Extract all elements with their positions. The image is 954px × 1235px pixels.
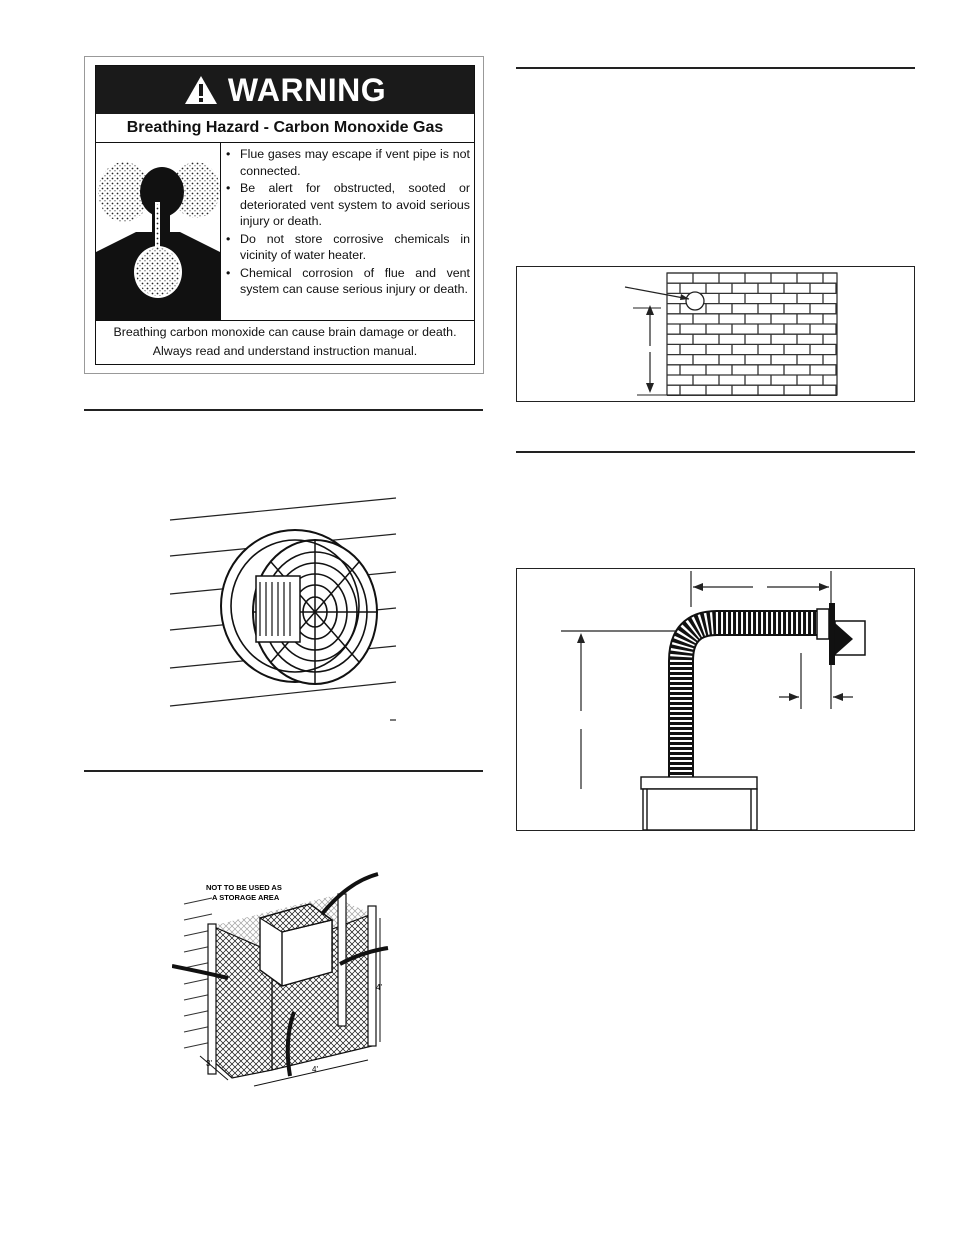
enclosure-height-dim: 4' xyxy=(376,983,382,992)
warning-footer-line: Breathing carbon monoxide can cause brai… xyxy=(113,325,457,339)
vent-terminal-drawing xyxy=(169,497,397,721)
section-rule-top-right xyxy=(516,67,915,69)
warning-bullet: Do not store corrosive chemicals in vici… xyxy=(224,231,470,264)
enclosure-width-dim: 4' xyxy=(312,1065,318,1074)
vent-elbow-drawing xyxy=(561,571,866,831)
outdoor-enclosure-figure: NOT TO BE USED AS A STORAGE AREA 4' 4' 3… xyxy=(171,860,394,1090)
enclosure-label-line1: NOT TO BE USED AS xyxy=(206,883,282,892)
outdoor-enclosure-drawing: NOT TO BE USED AS A STORAGE AREA 4' 4' 3… xyxy=(171,872,389,1087)
carbon-monoxide-person-icon xyxy=(96,142,221,320)
warning-label-panel: WARNING Breathing Hazard - Carbon Monoxi… xyxy=(95,65,475,365)
warning-footer: Breathing carbon monoxide can cause brai… xyxy=(96,320,474,364)
warning-bullet: Be alert for obstructed, sooted or deter… xyxy=(224,180,470,230)
brick-wall-drawing xyxy=(624,272,838,397)
warning-title: WARNING xyxy=(227,71,387,108)
warning-header: WARNING xyxy=(96,66,474,114)
section-rule-right-2 xyxy=(516,451,915,453)
warning-label: WARNING Breathing Hazard - Carbon Monoxi… xyxy=(84,56,484,374)
warning-bullet: Flue gases may escape if vent pipe is no… xyxy=(224,146,470,179)
enclosure-depth-dim: 3' xyxy=(206,1059,212,1068)
enclosure-label-line2: A STORAGE AREA xyxy=(212,893,280,902)
warning-subtitle: Breathing Hazard - Carbon Monoxide Gas xyxy=(96,114,474,143)
warning-bullets: Flue gases may escape if vent pipe is no… xyxy=(224,146,470,299)
vent-elbow-figure xyxy=(516,568,915,831)
warning-footer-line: Always read and understand instruction m… xyxy=(152,344,418,358)
vent-terminal-figure xyxy=(160,490,405,722)
warning-bullet: Chemical corrosion of flue and vent syst… xyxy=(224,265,470,298)
section-rule-left-2 xyxy=(84,770,483,772)
section-rule-left-1 xyxy=(84,409,483,411)
brick-wall-figure xyxy=(516,266,915,402)
warning-triangle-icon xyxy=(184,76,217,104)
